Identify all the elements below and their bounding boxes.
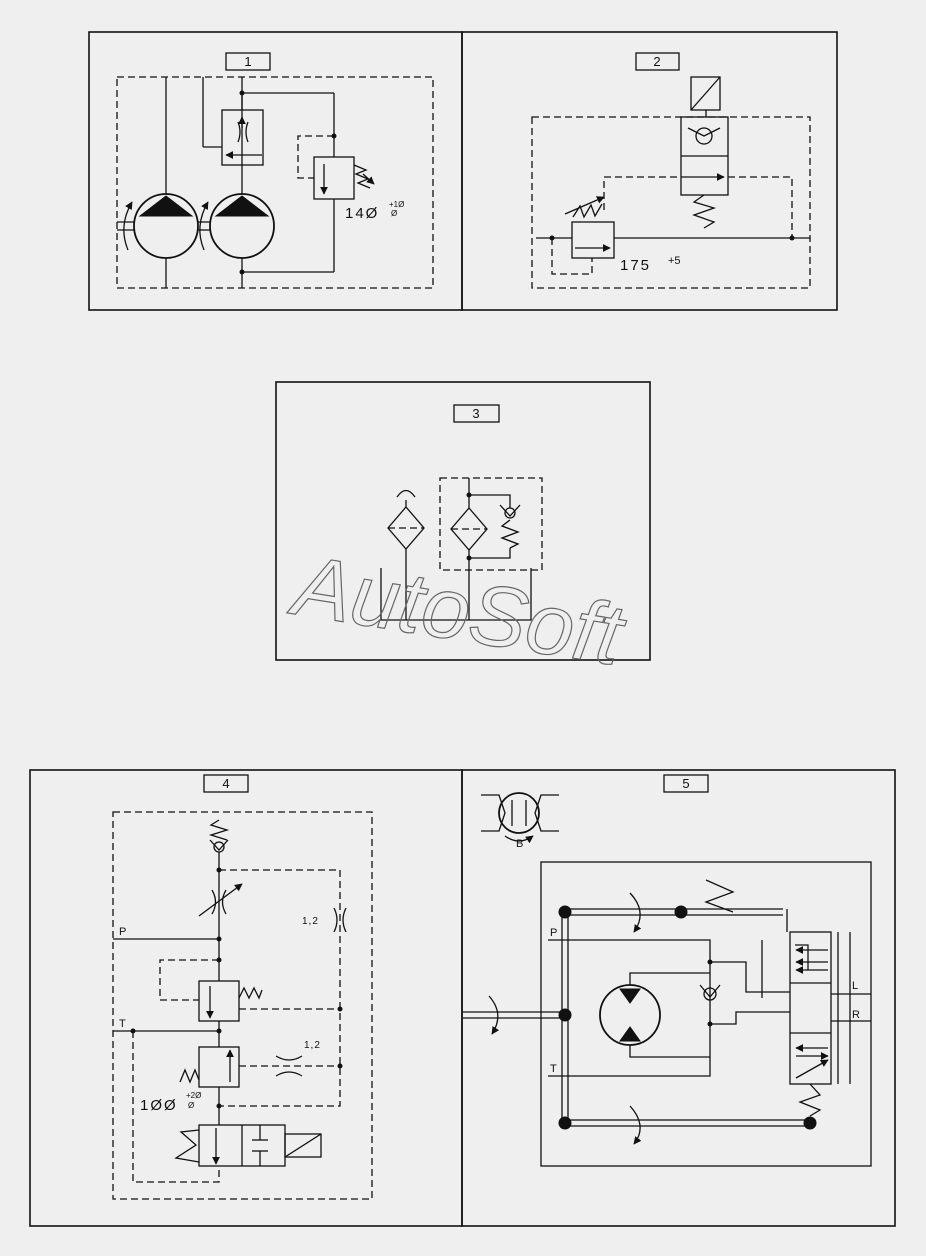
panel-1-boundary	[116, 76, 434, 289]
reservoir-3	[380, 568, 532, 621]
p-t-lines-5	[548, 939, 711, 1077]
relief-valve-1	[242, 92, 375, 273]
motor-symbol-5: B	[481, 792, 559, 850]
panel-3-frame	[275, 381, 651, 661]
watermark: AutoSoft	[283, 537, 632, 685]
flow-control-valve	[202, 77, 264, 166]
pressure-valve-4b-tol-lower: Ø	[188, 1101, 194, 1110]
panel-5-label: 5	[682, 776, 689, 791]
panel-3-label-box	[453, 404, 500, 423]
panel-4-label: 4	[222, 776, 229, 791]
panel-3: 3 AutoSoft	[275, 381, 651, 685]
pressure-valve-4b-tol-upper: +2Ø	[186, 1091, 201, 1100]
pressure-valve-4a	[159, 957, 343, 1047]
panel-2-frame	[461, 31, 838, 311]
panel-4-boundary	[112, 811, 373, 1200]
relief-valve-2-setting: 175	[620, 257, 651, 274]
panel-5: 5 B	[461, 769, 896, 1227]
solenoid-valve-2	[680, 76, 729, 229]
filter-1-symbol	[387, 489, 425, 620]
panel-5-label-box	[663, 774, 709, 793]
port-r-label-5: R	[852, 1009, 860, 1021]
port-p-label-4: P	[119, 926, 126, 938]
panel-2-label: 2	[653, 54, 660, 69]
solenoid-valve-4	[174, 1124, 322, 1167]
drain-line-4	[132, 1031, 220, 1183]
variable-throttle-4	[198, 883, 243, 917]
panel-2-label-box	[635, 52, 680, 71]
panel-1: 1	[88, 31, 463, 311]
orifice-4b-value: 1,2	[304, 1040, 321, 1051]
panel-5-boundary	[540, 861, 872, 1167]
filter-2-boundary	[439, 477, 543, 571]
hydraulic-motor-5	[599, 972, 710, 1058]
rotation-arrow-5b	[488, 995, 500, 1035]
filter-2-with-bypass	[450, 478, 521, 620]
port-p-label-5: P	[550, 927, 557, 939]
panel-4: 4 1,2 P	[29, 769, 463, 1227]
motor-label-b: B	[516, 838, 523, 850]
port-t-label-4: T	[119, 1018, 126, 1030]
orifice-4b	[275, 1055, 303, 1077]
pump-2-symbol	[199, 77, 275, 288]
panel-5-frame	[461, 769, 896, 1227]
port-l-label-5: L	[852, 980, 858, 992]
port-t-label-5: T	[550, 1063, 557, 1075]
bus-lines-5	[462, 879, 817, 1130]
panel-1-frame	[88, 31, 463, 311]
pilot-line-4	[219, 869, 341, 1107]
pressure-valve-4b-setting: 1ØØ	[140, 1097, 178, 1114]
orifice-4a-value: 1,2	[302, 916, 319, 927]
relief-valve-2-tol-upper: +5	[668, 255, 681, 267]
directional-valve-5	[710, 909, 871, 1117]
relief-valve-1-tol-upper: +1Ø	[389, 200, 404, 209]
panel-1-label: 1	[244, 54, 251, 69]
panel-4-label-box	[203, 774, 249, 793]
rotation-arrow-5c	[629, 1105, 642, 1145]
panel-4-frame	[29, 769, 463, 1227]
relief-valve-2	[536, 176, 810, 275]
rotation-arrow-5a	[629, 892, 642, 933]
panel-1-label-box	[225, 52, 271, 71]
orifice-4a	[333, 907, 347, 933]
relief-valve-1-setting: 14Ø	[345, 205, 379, 222]
relief-valve-1-tol-lower: Ø	[391, 209, 397, 218]
panel-3-label: 3	[472, 406, 479, 421]
panel-2: 2 175 +5	[461, 31, 838, 311]
panel-2-boundary	[531, 116, 811, 289]
pump-1-symbol	[117, 77, 210, 288]
pressure-valve-4b	[179, 1046, 343, 1125]
